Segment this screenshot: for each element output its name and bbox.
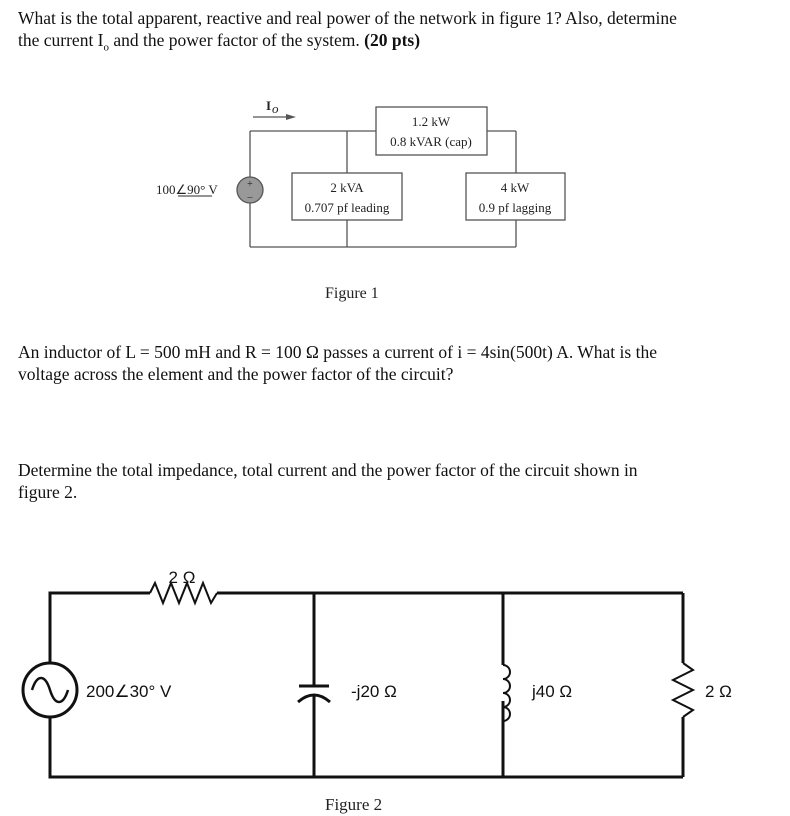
figure-2-caption: Figure 2 xyxy=(325,795,382,814)
question-1-line-1: What is the total apparent, reactive and… xyxy=(18,8,677,28)
arrowhead-icon xyxy=(286,114,296,120)
series-resistor-label: 2 Ω xyxy=(169,568,196,587)
minus-icon: – xyxy=(247,192,254,203)
question-2-line-1: An inductor of L = 500 mH and R = 100 Ω … xyxy=(18,342,657,362)
box-mid-line-2: 0.707 pf leading xyxy=(305,200,390,215)
capacitor-label: -j20 Ω xyxy=(351,682,397,701)
q1-text: the current I xyxy=(18,30,104,50)
points: (20 pts) xyxy=(364,30,421,50)
box-right-line-1: 4 kW xyxy=(501,180,530,195)
question-1-line-2: the current Io and the power factor of t… xyxy=(18,29,420,59)
ac-source-icon xyxy=(21,661,79,719)
wire xyxy=(48,718,683,779)
load-box-right xyxy=(465,172,566,221)
voltage-source-icon xyxy=(236,176,264,204)
inductor-label: j40 Ω xyxy=(531,682,572,701)
wire xyxy=(48,591,150,662)
question-2-line-2: voltage across the element and the power… xyxy=(18,364,454,384)
ac-source-label: 200∠30° V xyxy=(86,682,172,701)
plus-icon: + xyxy=(247,179,253,190)
current-subscript: o xyxy=(272,101,279,116)
shunt-resistor-icon xyxy=(670,662,696,718)
q1-text-2: and the power factor of the system. xyxy=(109,30,365,50)
box-top-line-1: 1.2 kW xyxy=(412,114,451,129)
figure-2-circuit xyxy=(21,580,696,779)
figure-1-caption: Figure 1 xyxy=(325,285,379,302)
q1-subscript: o xyxy=(103,41,110,54)
load-box-middle xyxy=(291,172,403,221)
question-3-line-2: figure 2. xyxy=(18,482,78,502)
sine-icon xyxy=(30,676,70,704)
shunt-resistor-label: 2 Ω xyxy=(705,682,732,701)
box-right-line-2: 0.9 pf lagging xyxy=(479,200,552,215)
current-label: I xyxy=(266,98,271,113)
source-label: 100∠90° V xyxy=(156,182,218,197)
load-box-top xyxy=(375,106,488,156)
question-3-line-1: Determine the total impedance, total cur… xyxy=(18,460,638,480)
resistor-icon xyxy=(149,580,218,606)
box-top-line-2: 0.8 kVAR (cap) xyxy=(390,134,472,149)
inductor-icon xyxy=(502,664,511,722)
box-mid-line-1: 2 kVA xyxy=(330,180,364,195)
